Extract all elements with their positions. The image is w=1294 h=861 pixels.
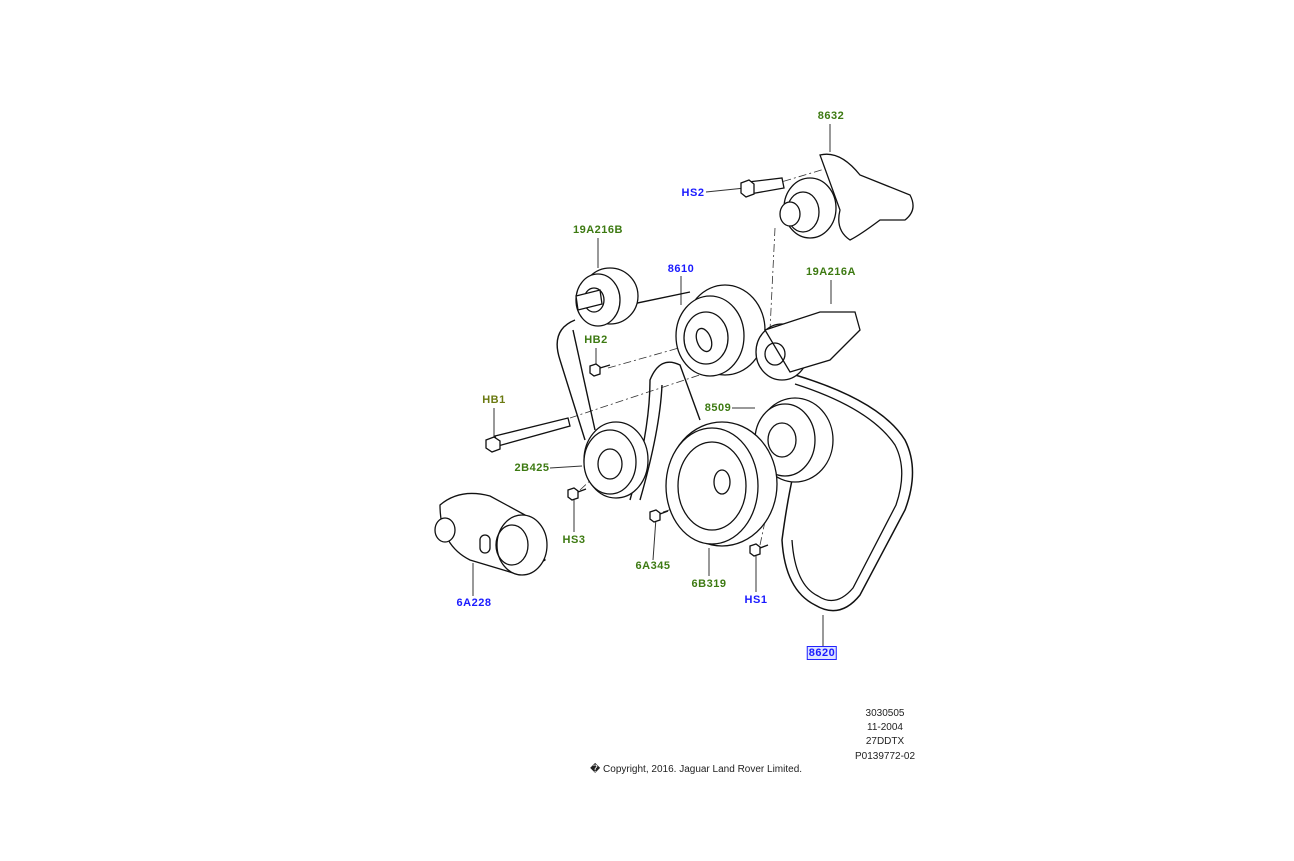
drawing-code: 27DDTX <box>865 736 905 747</box>
crank-damper-6B319 <box>665 421 778 547</box>
tensioner-6A228 <box>434 492 548 576</box>
drawing-number: 3030505 <box>865 708 905 719</box>
callout-6A228[interactable]: 6A228 <box>456 597 492 609</box>
callout-8620-selected[interactable]: 8620 <box>806 646 838 660</box>
bolt-HB1 <box>485 417 571 453</box>
tensioner-bracket-8632 <box>740 153 914 241</box>
callout-6B319[interactable]: 6B319 <box>691 578 727 590</box>
callout-HB2[interactable]: HB2 <box>584 334 608 346</box>
callout-8509[interactable]: 8509 <box>704 402 732 414</box>
leader-lines <box>472 124 832 648</box>
copyright-notice: � Copyright, 2016. Jaguar Land Rover Lim… <box>590 764 803 775</box>
callout-19A216B[interactable]: 19A216B <box>573 224 623 236</box>
idler-19A216B <box>575 267 639 327</box>
drawing-date: 11-2004 <box>867 722 903 733</box>
callout-2B425[interactable]: 2B425 <box>514 462 550 474</box>
callout-19A216A[interactable]: 19A216A <box>806 266 856 278</box>
callout-HS3[interactable]: HS3 <box>562 534 586 546</box>
pulley-2B425 <box>583 421 649 499</box>
callout-HS2[interactable]: HS2 <box>681 187 705 199</box>
tensioner-19A216A <box>755 311 861 381</box>
callout-HB1[interactable]: HB1 <box>482 394 506 406</box>
callout-8610[interactable]: 8610 <box>667 263 695 275</box>
callout-HS1[interactable]: HS1 <box>744 594 768 606</box>
callout-6A345[interactable]: 6A345 <box>635 560 671 572</box>
illustration-id: P0139772-02 <box>854 751 916 762</box>
pulley-8610 <box>675 284 766 377</box>
callout-8632[interactable]: 8632 <box>817 110 845 122</box>
